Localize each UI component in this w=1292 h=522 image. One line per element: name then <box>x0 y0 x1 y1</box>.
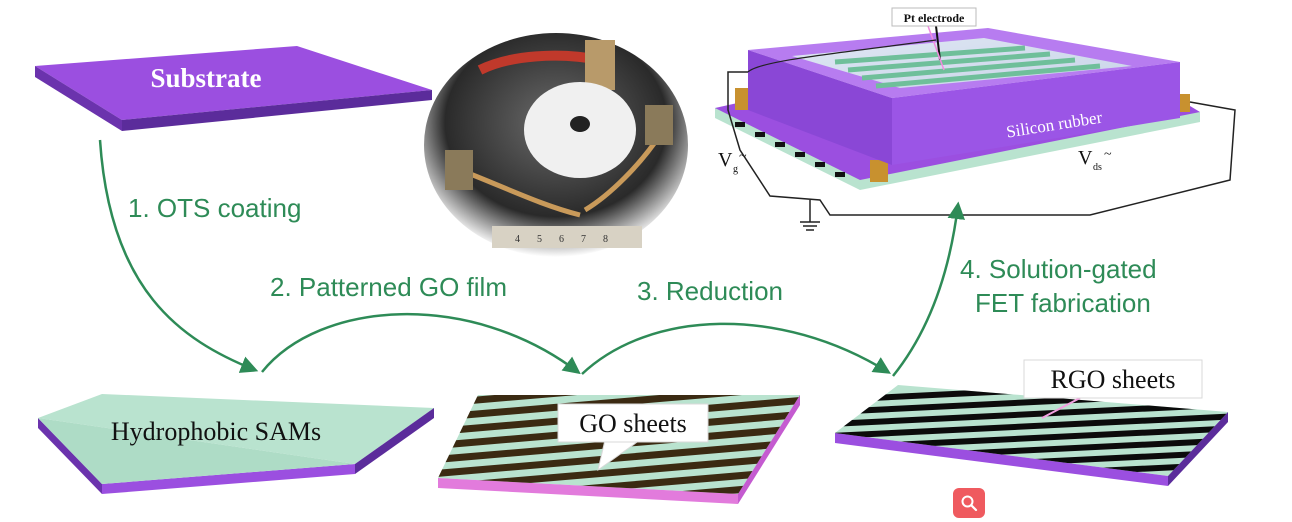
pt-electrode-label: Pt electrode <box>904 11 965 25</box>
ruler-tick: 7 <box>581 234 586 245</box>
step-4-label-line2: FET fabrication <box>975 288 1151 318</box>
arrow-step-1 <box>98 139 259 373</box>
process-arrows <box>98 139 965 377</box>
step-1-label: 1. OTS coating <box>128 193 301 223</box>
ruler <box>492 226 642 248</box>
vds-subscript: ds <box>1093 162 1102 173</box>
step-4-label-line1: 4. Solution-gated <box>960 254 1157 284</box>
vg-ac-symbol: ~ <box>739 149 747 164</box>
sams-label: Hydrophobic SAMs <box>111 417 321 446</box>
substrate-plate: Substrate <box>35 46 432 131</box>
silicon-rubber-front-left <box>748 50 892 165</box>
rgo-plate: RGO sheets <box>835 359 1228 486</box>
silicon-rubber-front-right <box>892 62 1180 165</box>
ruler-tick: 6 <box>559 234 564 245</box>
pt-electrode-wire <box>935 25 941 61</box>
electrode-pads <box>735 122 845 177</box>
setup-photo: 4 5 6 7 8 <box>424 33 688 257</box>
electrode-holder <box>585 40 615 90</box>
arrow-step-2 <box>261 313 581 375</box>
zoom-button[interactable] <box>953 488 985 518</box>
step-2-label: 2. Patterned GO film <box>270 272 507 302</box>
vds-label: V <box>1078 147 1093 169</box>
arrow-step-3 <box>581 322 891 375</box>
ruler-tick: 8 <box>603 234 608 245</box>
magnifier-icon <box>961 495 978 512</box>
pt-electrode-callout <box>891 7 977 27</box>
vg-subscript: g <box>733 164 738 175</box>
rgo-callout: RGO sheets <box>1023 359 1203 419</box>
ruler-tick: 5 <box>537 234 542 245</box>
fet-device: Silicon rubber Pt electrode V g ~ V ds ~ <box>715 7 1236 231</box>
circuit-wire <box>727 71 1236 216</box>
arrow-step-4 <box>892 201 965 377</box>
vg-label: V <box>718 149 733 171</box>
step-3-label: 3. Reduction <box>637 276 783 306</box>
go-plate: GO sheets <box>438 395 800 504</box>
rgo-sheets-label: RGO sheets <box>1051 365 1176 394</box>
substrate-label: Substrate <box>150 63 261 93</box>
sams-plate: Hydrophobic SAMs <box>38 394 434 494</box>
go-sheets-label: GO sheets <box>579 409 687 438</box>
go-callout: GO sheets <box>557 403 709 472</box>
ruler-tick: 4 <box>515 234 520 245</box>
vds-ac-symbol: ~ <box>1104 147 1112 162</box>
